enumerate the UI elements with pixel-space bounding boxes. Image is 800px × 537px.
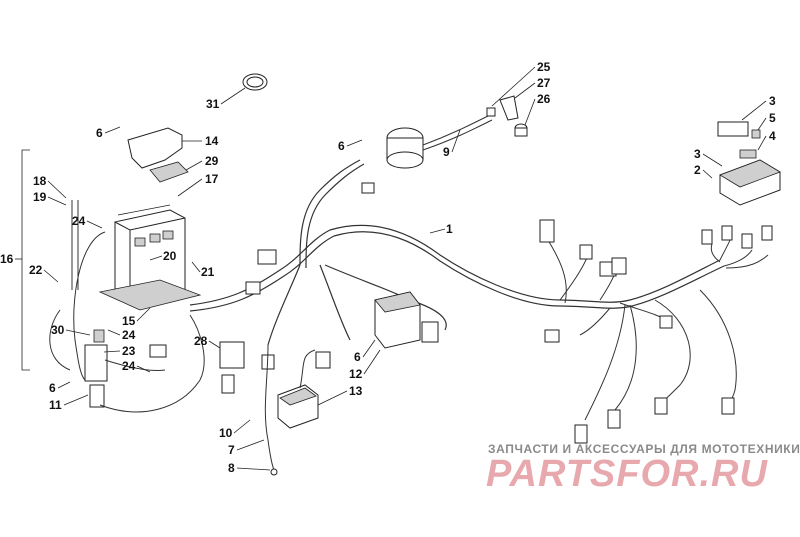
- callout-14: 14: [205, 134, 219, 148]
- harness-connectors: [149, 182, 773, 444]
- callout-7: 7: [228, 443, 235, 457]
- callout-1: 1: [446, 222, 453, 236]
- callout-8: 8: [228, 461, 235, 475]
- callouts: 1 2 3 3 4 5 6 6 6 6 7 8 9 10 11 12 13: [0, 60, 776, 475]
- callout-28: 28: [194, 334, 208, 348]
- spark-plug-cap: [486, 95, 528, 137]
- relay: [219, 341, 245, 394]
- ignition-coil: [386, 114, 493, 169]
- callout-23: 23: [122, 344, 136, 358]
- callout-18: 18: [33, 174, 47, 188]
- pad: [149, 161, 189, 183]
- callout-25: 25: [537, 60, 551, 74]
- callout-22: 22: [29, 263, 43, 277]
- callout-21: 21: [201, 265, 215, 279]
- callout-10: 10: [219, 426, 233, 440]
- callout-27: 27: [537, 76, 551, 90]
- watermark-logo: PARTSFOR.RU: [486, 453, 768, 495]
- starter-solenoid: [84, 329, 108, 408]
- callout-6b: 6: [338, 139, 345, 153]
- voltage-regulator: [374, 291, 439, 349]
- callout-12: 12: [349, 367, 363, 381]
- callout-13: 13: [349, 384, 363, 398]
- watermark-tagline: ЗАПЧАСТИ И АКСЕССУАРЫ ДЛЯ МОТОТЕХНИКИ: [488, 442, 800, 456]
- callout-16: 16: [0, 252, 14, 266]
- assembly-bracket: [15, 149, 30, 371]
- battery-cables: [49, 199, 205, 413]
- callout-5: 5: [769, 111, 776, 125]
- callout-29: 29: [205, 154, 219, 168]
- callout-26: 26: [537, 92, 551, 106]
- main-harness: [189, 159, 769, 421]
- callout-17: 17: [205, 172, 219, 186]
- callout-6d: 6: [49, 381, 56, 395]
- fuse-box: [717, 121, 781, 206]
- callout-2: 2: [694, 163, 701, 177]
- callout-11: 11: [49, 398, 62, 412]
- callout-4: 4: [769, 129, 776, 143]
- callout-9: 9: [443, 145, 450, 159]
- callout-3b: 3: [694, 147, 701, 161]
- battery-cover-plate: [127, 127, 183, 169]
- strap: [242, 73, 268, 91]
- callout-30: 30: [51, 323, 65, 337]
- callout-6c: 6: [354, 350, 361, 364]
- callout-15: 15: [122, 314, 136, 328]
- callout-6a: 6: [96, 126, 103, 140]
- ground-wire: [264, 344, 278, 476]
- callout-19: 19: [33, 190, 47, 204]
- callout-24b: 24: [122, 328, 136, 342]
- callout-3: 3: [769, 94, 776, 108]
- cdi-module: [277, 349, 319, 429]
- callout-24c: 24: [122, 359, 136, 373]
- callout-20: 20: [163, 249, 177, 263]
- callout-24a: 24: [72, 214, 86, 228]
- callout-31: 31: [206, 97, 220, 111]
- battery-tray: [98, 279, 202, 311]
